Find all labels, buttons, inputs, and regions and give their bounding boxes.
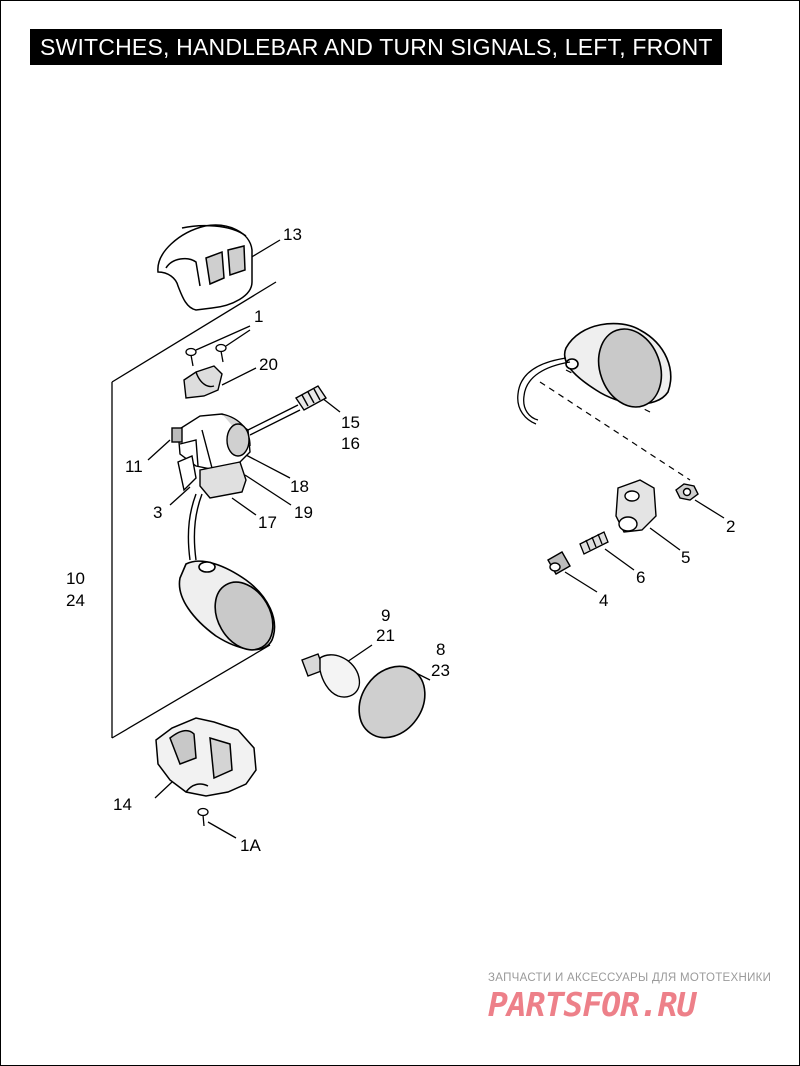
callout-21: 21 xyxy=(376,626,395,645)
callout-16: 16 xyxy=(341,434,360,453)
bulb xyxy=(301,653,361,698)
callout-20: 20 xyxy=(259,355,278,374)
callout-6: 6 xyxy=(636,568,645,587)
page-title: SWITCHES, HANDLEBAR AND TURN SIGNALS, LE… xyxy=(30,29,722,65)
mounting-bracket xyxy=(615,479,657,533)
upper-switch-housing xyxy=(157,224,253,311)
callout-labels: 13 1 20 15 16 11 18 3 19 17 10 24 2 5 6 … xyxy=(66,225,735,855)
callout-15: 15 xyxy=(341,413,360,432)
callout-4: 4 xyxy=(599,591,608,610)
callout-10: 10 xyxy=(66,569,85,588)
wiring-harness-connector xyxy=(247,385,328,436)
callout-24: 24 xyxy=(66,591,85,610)
callout-19: 19 xyxy=(294,503,313,522)
watermark-brand-logo: PARTSFOR.RU xyxy=(488,985,697,1024)
screw-icon xyxy=(197,807,209,827)
clamp-bracket xyxy=(183,365,223,399)
callout-2: 2 xyxy=(726,517,735,536)
callout-1a: 1A xyxy=(240,836,261,855)
nut xyxy=(675,483,699,501)
right-turn-signal-lamp xyxy=(517,322,672,425)
callout-14: 14 xyxy=(113,795,132,814)
callout-17: 17 xyxy=(258,513,277,532)
callout-3: 3 xyxy=(153,503,162,522)
leader-lines xyxy=(111,239,725,839)
signal-cable xyxy=(187,493,203,561)
callout-1: 1 xyxy=(254,307,263,326)
left-turn-signal-lamp xyxy=(178,560,276,651)
callout-18: 18 xyxy=(290,477,309,496)
callout-9: 9 xyxy=(381,606,390,625)
callout-13: 13 xyxy=(283,225,302,244)
sleeve-nut xyxy=(547,551,571,575)
screw-stud xyxy=(579,531,609,555)
watermark-tagline: ЗАПЧАСТИ И АКСЕССУАРЫ ДЛЯ МОТОТЕХНИКИ xyxy=(488,972,772,984)
callout-8: 8 xyxy=(436,640,445,659)
callout-5: 5 xyxy=(681,548,690,567)
switch-assembly xyxy=(171,413,251,499)
callout-11: 11 xyxy=(125,457,143,476)
lower-switch-housing xyxy=(155,717,257,797)
callout-23: 23 xyxy=(431,661,450,680)
screw-icon xyxy=(185,343,227,367)
lens xyxy=(358,665,426,739)
